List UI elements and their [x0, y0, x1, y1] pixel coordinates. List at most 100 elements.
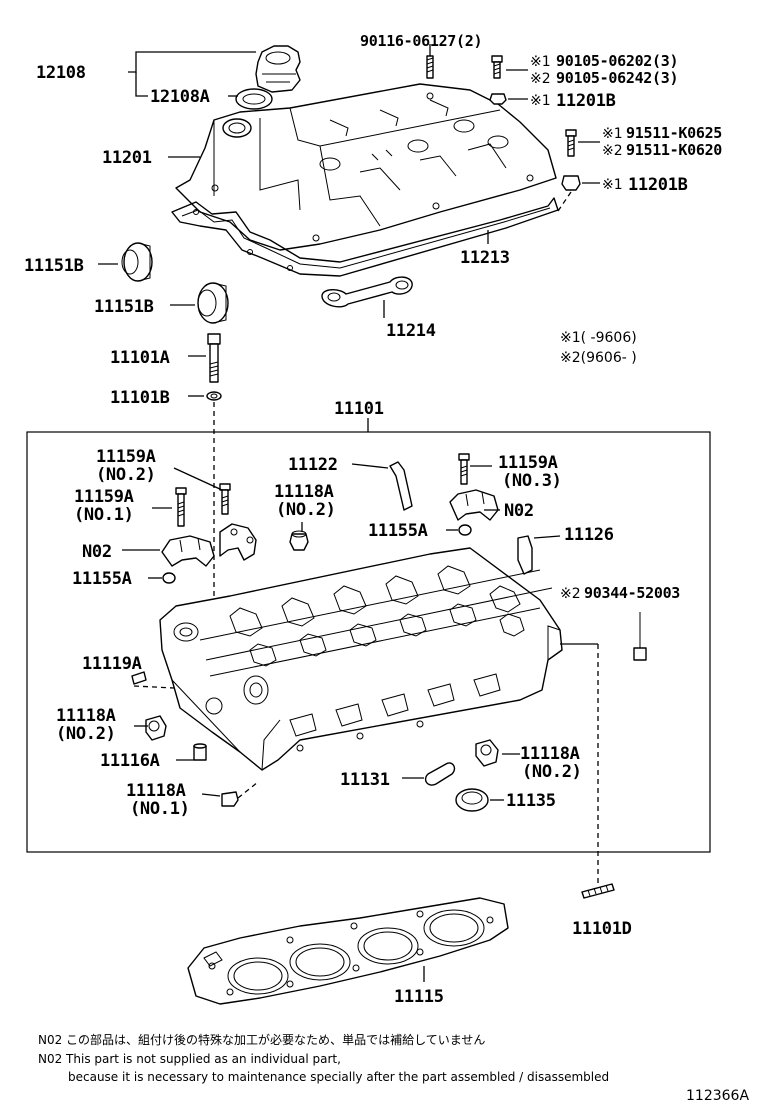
label-90105-b: 90105-06242(3) — [556, 69, 678, 87]
label-11213: 11213 — [460, 248, 510, 268]
leader-11159A-no2 — [173, 467, 223, 491]
label-11155A-right: 11155A — [368, 521, 428, 541]
label-11201B-top: 11201B — [556, 91, 616, 111]
note-english-1: N02 This part is not supplied as an indi… — [38, 1052, 341, 1066]
note-english-2: because it is necessary to maintenance s… — [68, 1070, 609, 1084]
label-11159A-right: 11159A — [498, 453, 558, 473]
valve-guide-11122 — [389, 461, 413, 511]
marker-2-90105: ※2 — [530, 71, 551, 87]
plug-11116A — [193, 743, 207, 761]
label-11118A-top: 11118A — [274, 482, 334, 502]
label-11119A: 11119A — [82, 654, 142, 674]
seal-11135 — [455, 788, 489, 812]
marker-1-91511: ※1 — [602, 126, 623, 142]
head-bolt-washer — [206, 391, 222, 401]
label-11214: 11214 — [386, 321, 436, 341]
grommet-11201B-mid — [561, 175, 581, 191]
plug-11118A-left — [145, 715, 167, 741]
label-11201B-mid: 11201B — [628, 175, 688, 195]
bolt-90105 — [491, 55, 503, 79]
leader-12108-bracket — [135, 72, 148, 97]
grommet-11201B-top — [489, 93, 507, 105]
label-12108A: 12108A — [150, 87, 210, 107]
marker-1-90105: ※1 — [530, 54, 551, 70]
stud-11101D — [581, 883, 615, 899]
label-11159A-right-sub: (NO.3) — [502, 471, 562, 491]
leader-12108 — [128, 51, 256, 73]
label-11159A-top-sub: (NO.2) — [96, 465, 156, 485]
marker-2-90344: ※2 — [560, 586, 581, 602]
label-11101: 11101 — [334, 399, 384, 419]
camshaft-seal-b — [197, 282, 229, 324]
label-11101A: 11101A — [110, 348, 170, 368]
seal-11131 — [424, 762, 456, 786]
label-11118A-left: 11118A — [56, 706, 116, 726]
label-11159A-left-sub: (NO.1) — [74, 505, 134, 525]
marker-1-11201B-mid: ※1 — [602, 177, 623, 193]
label-N02-right: N02 — [504, 501, 534, 521]
label-11131: 11131 — [340, 770, 390, 790]
head-bolt — [207, 333, 221, 383]
head-gasket — [187, 897, 509, 1005]
valve-guide-11126 — [517, 535, 533, 575]
pin-11119A — [131, 671, 147, 685]
label-11101D: 11101D — [572, 919, 632, 939]
label-90116: 90116-06127(2) — [360, 32, 482, 50]
oil-filler-cap — [255, 45, 301, 93]
camshaft-bearing-cap-left — [161, 535, 215, 567]
label-11159A-left: 11159A — [74, 487, 134, 507]
marker-2-91511: ※2 — [602, 143, 623, 159]
cylinder-head — [159, 547, 563, 771]
label-90344: 90344-52003 — [584, 584, 680, 602]
label-11151B-b: 11151B — [94, 297, 154, 317]
label-91511-a: 91511-K0625 — [626, 124, 722, 142]
sensor-90344 — [633, 612, 647, 661]
label-11118A-top-sub: (NO.2) — [276, 500, 336, 520]
label-11118A-left-sub: (NO.2) — [56, 724, 116, 744]
plug-11118A-top — [289, 530, 309, 551]
dash-11201B-mid — [555, 191, 572, 215]
leader-11118A-bottom — [201, 793, 221, 797]
label-11151B-a: 11151B — [24, 256, 84, 276]
dash-11119A — [133, 685, 175, 689]
cover-gasket — [171, 197, 559, 277]
label-11201: 11201 — [102, 148, 152, 168]
legend-1: ※1( -9606) — [560, 330, 637, 346]
label-N02-left: N02 — [82, 542, 112, 562]
camshaft-bearing-cap-mid — [219, 523, 257, 561]
leader-11126 — [533, 535, 561, 539]
label-11101B: 11101B — [110, 388, 170, 408]
plug-seal — [321, 276, 413, 308]
label-11115: 11115 — [394, 987, 444, 1007]
cylinder-head-cover — [175, 83, 557, 251]
dash-11118A-bottom — [237, 781, 259, 799]
stud-90116 — [426, 55, 434, 79]
note-japanese: N02 この部品は、組付け後の特殊な加工が必要なため、単品では補給していません — [38, 1032, 485, 1047]
camshaft-bearing-cap-right — [449, 489, 499, 521]
dowel-11155A-right — [458, 524, 472, 536]
bolt-91511 — [565, 129, 577, 157]
label-11155A-left: 11155A — [72, 569, 132, 589]
label-11135: 11135 — [506, 791, 556, 811]
dowel-11155A-left — [162, 572, 176, 584]
label-11118A-bottom-sub: (NO.1) — [130, 799, 190, 819]
marker-1-11201B-top: ※1 — [530, 93, 551, 109]
label-11159A-top: 11159A — [96, 447, 156, 467]
bolt-11159A-no1 — [175, 487, 187, 527]
label-11118A-right: 11118A — [520, 744, 580, 764]
leader-11122 — [351, 463, 389, 469]
label-11116A: 11116A — [100, 751, 160, 771]
camshaft-seal-a — [121, 242, 153, 282]
bolt-11159A-no2 — [219, 483, 231, 515]
reference-code: 112366A — [686, 1088, 749, 1104]
oil-filler-cap-gasket — [235, 88, 273, 110]
bolt-11159A-no3 — [458, 453, 470, 485]
label-11126: 11126 — [564, 525, 614, 545]
label-11118A-right-sub: (NO.2) — [522, 762, 582, 782]
plug-11118A-right — [475, 739, 499, 767]
label-11118A-bottom: 11118A — [126, 781, 186, 801]
label-12108: 12108 — [36, 63, 86, 83]
label-91511-b: 91511-K0620 — [626, 141, 722, 159]
label-11122: 11122 — [288, 455, 338, 475]
